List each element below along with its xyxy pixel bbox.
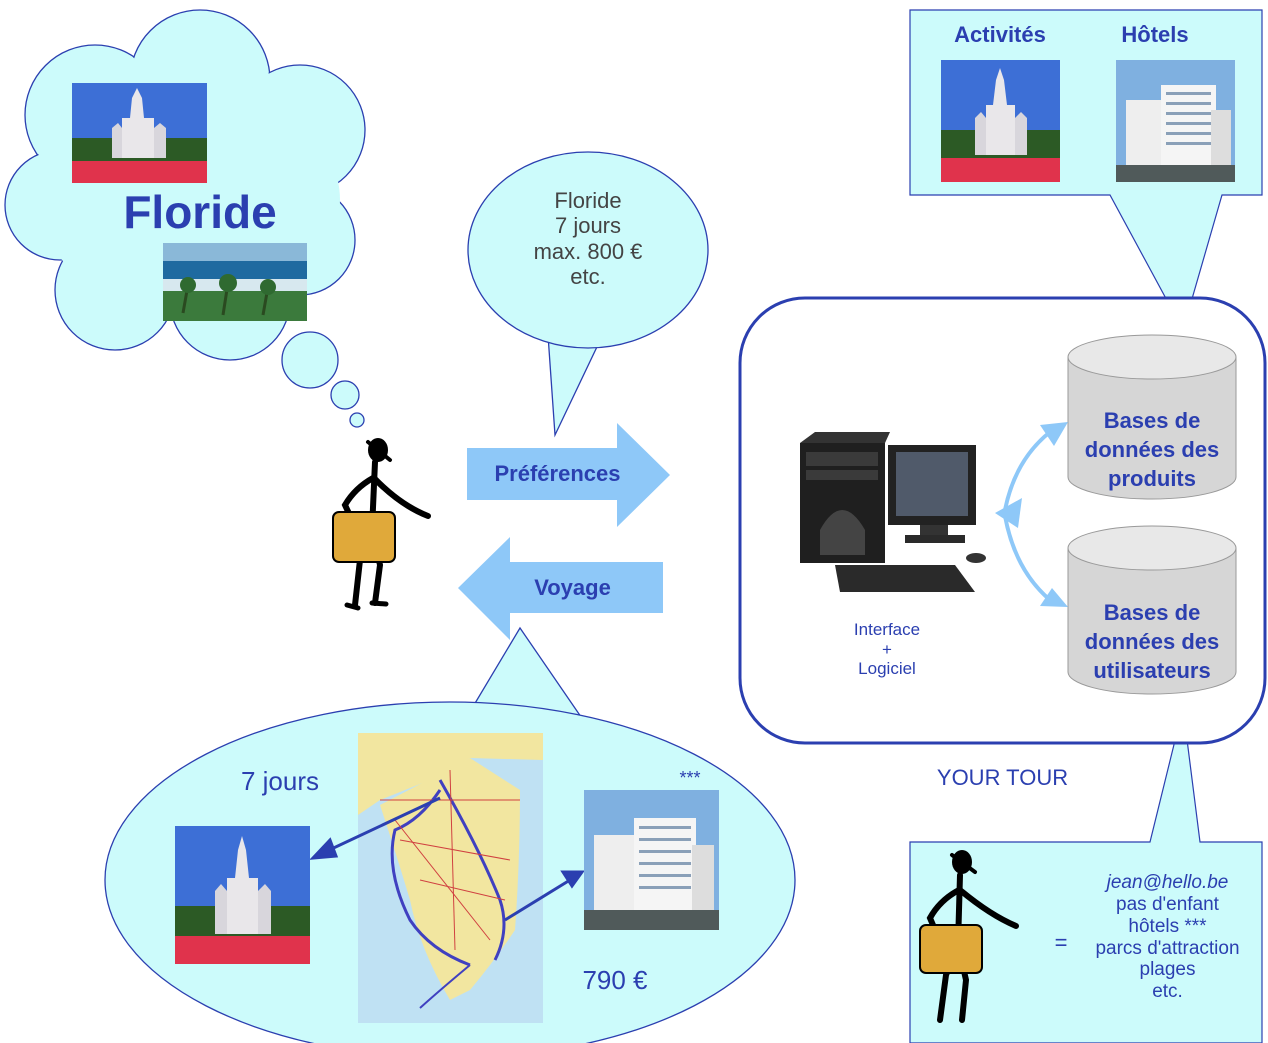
- profile-panel: [909, 707, 1263, 1043]
- activities-label: Activités: [954, 22, 1046, 47]
- profile-line: pas d'enfant: [1116, 893, 1219, 915]
- arrow-left-label: Voyage: [534, 575, 611, 600]
- speech-line: etc.: [570, 263, 606, 289]
- database-users: [1067, 525, 1237, 695]
- profile-line: hôtels ***: [1128, 915, 1207, 937]
- hotels-label: Hôtels: [1121, 22, 1189, 47]
- activities-castle-photo: [941, 60, 1060, 182]
- arrow-right-label: Préférences: [494, 461, 621, 486]
- database-products: [1067, 334, 1237, 500]
- database-link-arrows: [1003, 430, 1052, 602]
- result-price: 790 €: [582, 965, 648, 995]
- arrow-right-preferences: [467, 423, 670, 527]
- suitcase-icon: [332, 511, 396, 563]
- computer-icon: [800, 432, 986, 592]
- db-products-label: Bases de données des produits: [1084, 408, 1220, 492]
- result-hotel-photo: [584, 790, 719, 930]
- profile-suitcase-icon: [919, 924, 983, 974]
- speech-text: Floride 7 jours max. 800 € etc.: [498, 188, 678, 289]
- speech-line: max. 800 €: [533, 238, 643, 264]
- speech-line: 7 jours: [554, 213, 622, 239]
- result-castle-photo: [175, 826, 310, 964]
- speech-bubble: [467, 151, 709, 438]
- profile-line: plages: [1139, 959, 1196, 981]
- result-stars: ***: [679, 768, 701, 788]
- result-duration: 7 jours: [240, 766, 320, 796]
- result-link-arrows: [309, 796, 585, 922]
- speech-line: Floride: [554, 188, 622, 213]
- db-users-label: Bases de données des utilisateurs: [1084, 600, 1220, 684]
- florida-map: [358, 733, 543, 1023]
- beach-photo: [163, 243, 307, 321]
- castle-photo: [72, 83, 207, 183]
- profile-equals: =: [1054, 930, 1068, 955]
- profile-email: jean@hello.be: [1106, 872, 1229, 893]
- profile-text: jean@hello.be pas d'enfant hôtels *** pa…: [1080, 872, 1255, 1003]
- thought-title: Floride: [123, 186, 277, 238]
- arrow-left-voyage: [458, 537, 663, 640]
- profile-line: etc.: [1152, 981, 1183, 1003]
- system-caption: YOUR TOUR: [936, 765, 1069, 790]
- hotels-photo: [1116, 60, 1235, 182]
- profile-line: parcs d'attraction: [1095, 937, 1240, 959]
- computer-caption: Interface + Logiciel: [853, 620, 921, 679]
